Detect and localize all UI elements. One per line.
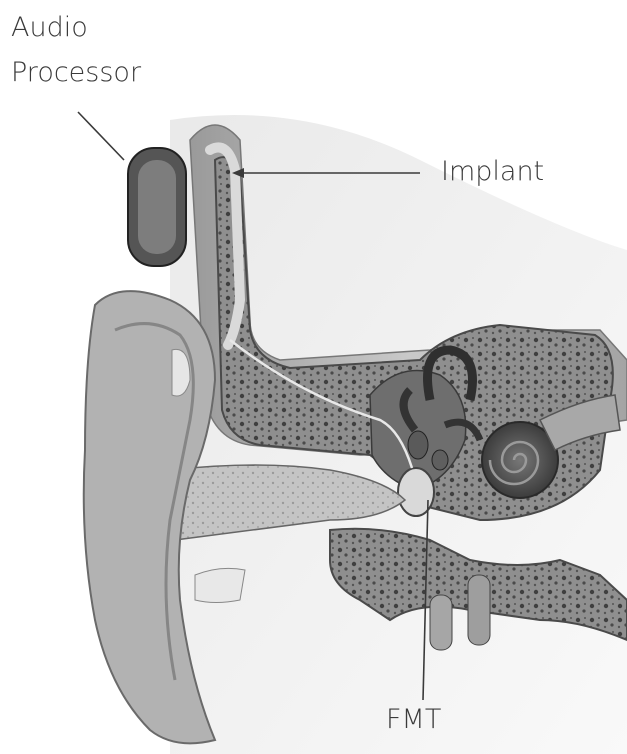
vessel-2 <box>430 595 452 650</box>
audio-processor-face <box>138 160 176 254</box>
label-implant: Implant <box>441 156 544 188</box>
ossicle-malleus <box>408 431 428 459</box>
fmt-device <box>398 468 434 516</box>
cartilage-highlight-2 <box>195 568 245 602</box>
ossicle-incus <box>432 450 448 470</box>
audio-processor-callout-line <box>78 112 124 160</box>
vessel-1 <box>468 575 490 645</box>
label-fmt: FMT <box>386 704 441 736</box>
label-processor: Processor <box>11 57 141 89</box>
label-audio: Audio <box>11 12 88 44</box>
